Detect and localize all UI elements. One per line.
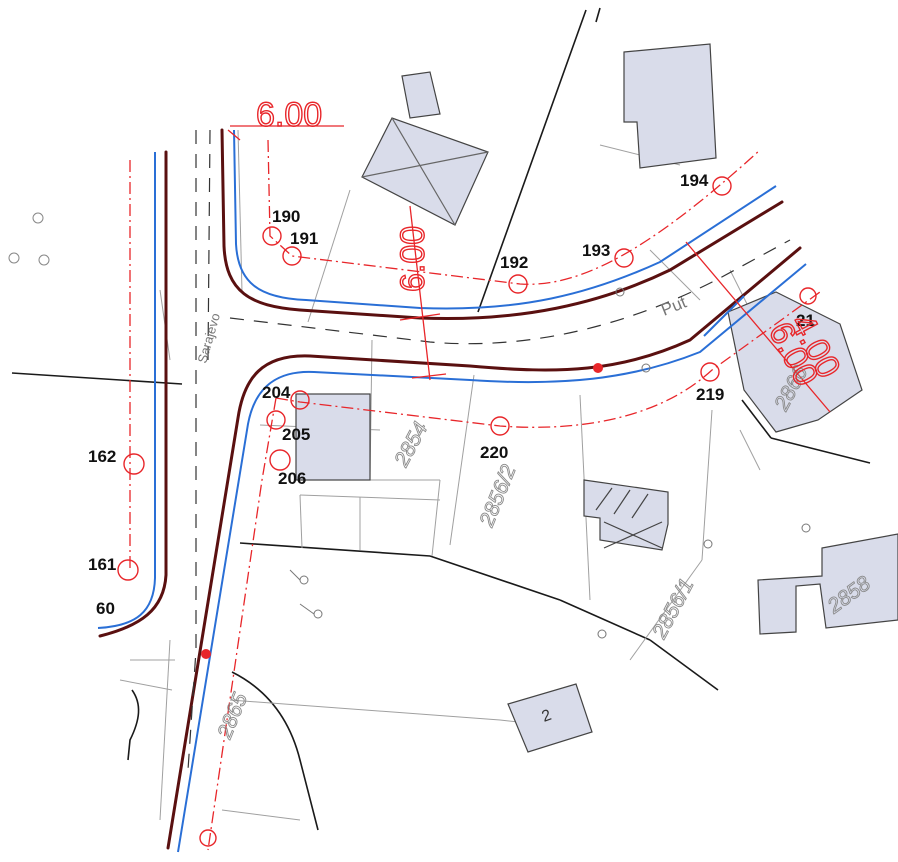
building-east: [727, 291, 863, 433]
building-2858: [757, 533, 898, 635]
road-edge-west-left: [98, 150, 168, 638]
parcel-label-2854: 2854: [390, 418, 433, 471]
dimension-label-north: 6.00: [394, 226, 432, 292]
grey-parcel-lines: [119, 129, 761, 821]
point-219-marker: [700, 362, 720, 382]
point-193-marker: [614, 248, 634, 268]
parcel-label-2856-2: 2856/2: [475, 461, 521, 530]
point-192-marker: [508, 274, 528, 294]
point-label-204: 204: [262, 383, 291, 402]
buildings: [295, 43, 898, 753]
point-194-marker: [712, 176, 732, 196]
misc-symbols: [289, 287, 811, 639]
point-21x-marker: [799, 287, 817, 305]
point-161-marker: [117, 559, 139, 581]
point-label-206: 206: [278, 469, 306, 488]
point-label-219: 219: [696, 385, 724, 404]
point-205-marker: [266, 410, 286, 430]
point-label-194: 194: [680, 171, 709, 190]
red-hydrants: [201, 363, 603, 659]
road-edges: [98, 128, 802, 850]
parcel-boundaries: [11, 7, 871, 831]
building-northeast: [623, 43, 717, 169]
point-label-220: 220: [480, 443, 508, 462]
point-label-191: 191: [290, 229, 318, 248]
utility-lines: [97, 129, 807, 853]
point-label-21x: 21: [796, 311, 815, 330]
point-labels: 190 191 192 193 194 204 205 206 220 219 …: [88, 171, 815, 618]
setback-lines: [129, 139, 821, 851]
point-label-205: 205: [282, 425, 310, 444]
point-label-162: 162: [88, 447, 116, 466]
road-edge-north-upper: [220, 128, 784, 321]
point-label-190: 190: [272, 207, 300, 226]
building-small-car: [401, 71, 441, 119]
point-label-160: 60: [96, 599, 115, 618]
survey-point-markers: [117, 176, 817, 847]
point-191-marker: [282, 246, 302, 266]
dimension-lines: [227, 125, 831, 413]
point-206-marker: [269, 449, 291, 471]
road-edge-south-lower: [166, 246, 802, 850]
parcel-label-2856-1: 2856/1: [648, 575, 699, 643]
dimension-labels: 6.00 4.00 6.00 6.00: [255, 95, 848, 393]
point-label-161: 161: [88, 555, 116, 574]
building-2: [507, 683, 593, 753]
road-centerlines: [187, 129, 791, 771]
parcel-label-2865: 2865: [213, 690, 252, 743]
point-label-193: 193: [582, 241, 610, 260]
street-name-label: Put: [658, 292, 689, 319]
building-hatched: [583, 479, 669, 551]
point-204-marker: [290, 390, 310, 410]
point-162-marker: [123, 453, 145, 475]
tree-symbols: [8, 212, 50, 266]
dimension-label-top: 6.00: [256, 96, 322, 134]
building-north-roof: [361, 117, 489, 226]
point-190-marker: [262, 226, 282, 246]
street-name-vertical-label: Sarajevo: [194, 311, 223, 364]
point-label-192: 192: [500, 253, 528, 272]
point-220-marker: [490, 416, 510, 436]
